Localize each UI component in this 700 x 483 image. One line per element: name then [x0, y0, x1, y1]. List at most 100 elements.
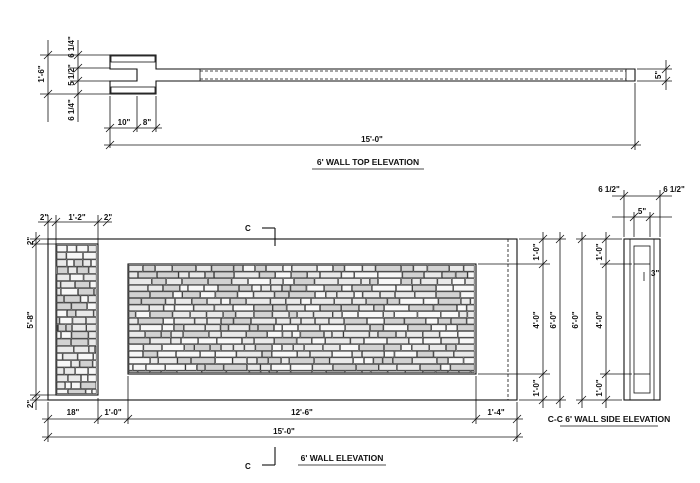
- stone-block: [223, 364, 248, 371]
- stone-block: [67, 309, 76, 317]
- stone-block: [394, 311, 418, 318]
- dim-left-overall: 1'-6": [37, 65, 46, 82]
- stone-block: [282, 344, 294, 351]
- stone-block: [155, 265, 173, 272]
- stone-block: [314, 291, 326, 298]
- side-dim-left-1-0-top: 1'-0": [595, 243, 604, 260]
- stone-block: [282, 324, 298, 331]
- stone-block: [175, 298, 192, 305]
- stone-block: [161, 370, 177, 373]
- stone-block: [377, 271, 403, 279]
- stone-block: [60, 281, 75, 289]
- stone-block: [361, 278, 370, 285]
- stone-block: [438, 317, 451, 325]
- stone-block: [356, 364, 379, 371]
- stone-block: [128, 364, 133, 371]
- stone-block: [290, 284, 307, 292]
- stone-block: [128, 350, 143, 358]
- stone-block: [85, 389, 92, 394]
- section-marker-top: C: [245, 224, 251, 233]
- stone-block: [93, 353, 97, 361]
- dim-left-2-top: 2": [26, 237, 35, 245]
- stone-block: [440, 337, 459, 345]
- stone-block: [132, 364, 146, 371]
- stone-block: [328, 317, 345, 325]
- stone-block: [270, 364, 291, 371]
- dim-right-4-0: 4'-0": [532, 311, 541, 328]
- stone-block: [56, 281, 61, 289]
- stone-block: [182, 278, 208, 285]
- stone-block: [420, 278, 438, 285]
- stone-block: [404, 317, 426, 325]
- stone-block: [75, 309, 94, 317]
- stone-block: [383, 311, 395, 318]
- stone-block: [310, 350, 333, 358]
- stone-block: [451, 278, 466, 285]
- stone-block: [259, 271, 276, 279]
- stone-block: [338, 278, 361, 285]
- stone-block: [354, 291, 363, 298]
- stone-block: [249, 370, 261, 373]
- stone-block: [193, 304, 215, 312]
- stone-block: [88, 338, 97, 346]
- stone-block: [378, 364, 397, 371]
- stone-block: [414, 291, 436, 298]
- stone-block: [325, 370, 345, 373]
- stone-block: [65, 324, 72, 332]
- stone-block: [457, 324, 475, 331]
- stone-block: [59, 317, 73, 325]
- stone-block: [190, 311, 207, 318]
- stone-block: [243, 265, 256, 272]
- stone-block: [247, 357, 258, 364]
- stone-block: [194, 344, 211, 351]
- side-elevation-view: 6 1/2" 6 1/2" 5" 3" 1'-0" 4'-0" 1'-0" 6'…: [548, 185, 685, 427]
- stone-block: [56, 353, 63, 361]
- dim-overall: 15'-0": [361, 135, 383, 144]
- stone-block: [300, 298, 311, 305]
- stone-block: [208, 331, 222, 338]
- stone-block: [88, 331, 97, 339]
- stone-block: [260, 370, 269, 373]
- stone-block: [377, 331, 396, 338]
- stone-block: [173, 291, 183, 298]
- stone-block: [285, 298, 301, 305]
- stone-block: [67, 389, 86, 394]
- stone-block: [128, 271, 138, 279]
- stone-block: [392, 357, 413, 364]
- stone-block: [71, 331, 89, 339]
- stone-block: [64, 367, 76, 375]
- stone-block: [93, 288, 97, 296]
- dim-thickness: 5": [654, 71, 663, 79]
- stone-block: [76, 245, 89, 253]
- stone-block: [72, 317, 87, 325]
- stone-block: [214, 271, 235, 279]
- stone-block: [463, 357, 475, 364]
- stone-block: [150, 291, 173, 298]
- stone-block: [293, 344, 305, 351]
- stone-block: [191, 298, 207, 305]
- stone-block: [66, 252, 83, 260]
- stone-block: [439, 331, 458, 338]
- stone-block: [221, 344, 234, 351]
- stone-block: [457, 331, 475, 338]
- stone-block: [314, 357, 330, 364]
- stone-block: [208, 278, 232, 285]
- stone-block: [236, 350, 262, 358]
- stone-block: [70, 273, 84, 281]
- stone-block: [68, 266, 77, 274]
- stone-block: [163, 284, 180, 292]
- stone-block: [71, 338, 89, 346]
- stone-block: [211, 265, 234, 272]
- stone-block: [58, 324, 66, 332]
- stone-block: [341, 304, 359, 312]
- stone-block: [450, 317, 467, 325]
- stone-block: [366, 298, 388, 305]
- stone-block: [77, 353, 94, 361]
- stone-block: [293, 278, 315, 285]
- stone-block: [423, 271, 442, 279]
- stone-block: [423, 298, 439, 305]
- side-elevation-title: C-C 6' WALL SIDE ELEVATION: [548, 414, 670, 424]
- stone-block: [255, 265, 266, 272]
- stone-block: [158, 357, 178, 364]
- stone-block: [440, 311, 459, 318]
